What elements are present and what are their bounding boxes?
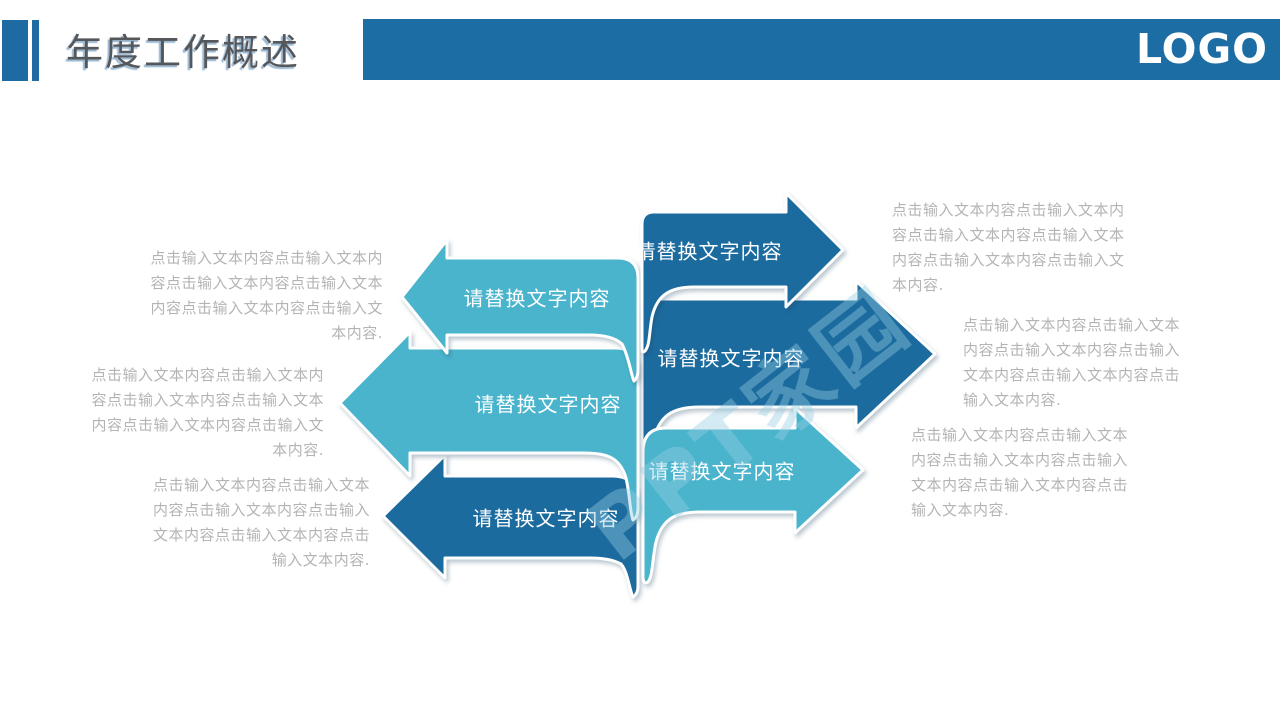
placeholder-text-middle-left[interactable]: 点击输入文本内容点击输入文本内 容点击输入文本内容点击输入文本 内容点击输入文本…: [91, 366, 324, 459]
arrow-top-left[interactable]: [400, 238, 640, 383]
arrow-label-top-right[interactable]: 请替换文字内容: [635, 239, 783, 264]
arrow-label-middle-right[interactable]: 请替换文字内容: [657, 346, 805, 371]
page-title: 年度工作概述: [66, 31, 300, 74]
arrow-bottom-right[interactable]: [641, 406, 865, 585]
header-band: LOGO: [363, 19, 1280, 80]
placeholder-text-top-left[interactable]: 点击输入文本内容点击输入文本内 容点击输入文本内容点击输入文本 内容点击输入文本…: [150, 249, 383, 342]
arrow-label-top-left[interactable]: 请替换文字内容: [463, 286, 611, 311]
arrow-top-right[interactable]: [640, 191, 845, 354]
logo-text: LOGO: [1135, 25, 1268, 73]
arrow-label-bottom-right[interactable]: 请替换文字内容: [648, 459, 796, 484]
placeholder-text-bottom-left[interactable]: 点击输入文本内容点击输入文本 内容点击输入文本内容点击输入 文本内容点击输入文本…: [152, 476, 370, 569]
accent-bar-thin: [32, 20, 39, 81]
placeholder-text-bottom-right[interactable]: 点击输入文本内容点击输入文本 内容点击输入文本内容点击输入 文本内容点击输入文本…: [911, 426, 1129, 519]
accent-bar-thick: [2, 20, 28, 81]
arrow-label-middle-left[interactable]: 请替换文字内容: [474, 392, 622, 417]
placeholder-text-middle-right[interactable]: 点击输入文本内容点击输入文本 内容点击输入文本内容点击输入 文本内容点击输入文本…: [963, 316, 1181, 409]
placeholder-text-top-right[interactable]: 点击输入文本内容点击输入文本内 容点击输入文本内容点击输入文本 内容点击输入文本…: [892, 201, 1125, 294]
arrow-label-bottom-left[interactable]: 请替换文字内容: [472, 506, 620, 531]
